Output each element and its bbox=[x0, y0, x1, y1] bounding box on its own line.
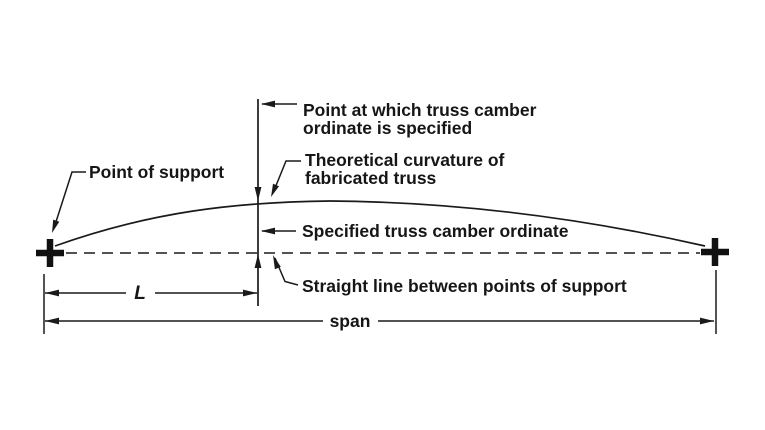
span-dimension-label: span bbox=[330, 311, 371, 331]
left-support-cross-icon bbox=[36, 239, 64, 267]
straight-line-leader bbox=[273, 255, 299, 286]
theoretical-curve-label-line2: fabricated truss bbox=[305, 168, 437, 188]
leader-shaft bbox=[274, 257, 299, 286]
right-arrow-icon bbox=[700, 317, 714, 325]
left-arrow-icon bbox=[45, 289, 59, 297]
straight-line-label: Straight line between points of support bbox=[302, 276, 627, 296]
half-span-dimension-label: L bbox=[134, 283, 146, 304]
camber-curve bbox=[54, 200, 706, 247]
up-arrow-icon bbox=[254, 254, 262, 268]
ordinate-vertical-line bbox=[254, 99, 262, 306]
span-dimension bbox=[45, 270, 717, 334]
theoretical-curve-leader bbox=[271, 160, 301, 197]
camber-point-label-line2: ordinate is specified bbox=[303, 118, 472, 138]
down-arrow-icon bbox=[52, 219, 60, 233]
leader-shaft bbox=[53, 171, 86, 229]
right-arrow-icon bbox=[243, 289, 257, 297]
right-support-cross-icon bbox=[701, 238, 729, 266]
camber-point-leader bbox=[261, 100, 297, 108]
point-of-support-label: Point of support bbox=[89, 162, 224, 182]
camber-point-label-line1: Point at which truss camber bbox=[303, 100, 537, 120]
down-arrow-icon bbox=[271, 183, 279, 197]
left-arrow-icon bbox=[261, 100, 275, 108]
point-of-support-leader bbox=[52, 171, 86, 233]
up-arrow-icon bbox=[273, 255, 281, 270]
left-arrow-icon bbox=[45, 317, 59, 325]
half-span-dimension bbox=[43, 274, 257, 334]
left-arrow-icon bbox=[261, 227, 275, 235]
specified-ordinate-label: Specified truss camber ordinate bbox=[302, 221, 569, 241]
leader-shaft bbox=[272, 160, 301, 194]
specified-ordinate-leader bbox=[261, 227, 296, 235]
theoretical-curve-label-line1: Theoretical curvature of bbox=[305, 150, 505, 170]
down-arrow-icon bbox=[254, 187, 262, 201]
